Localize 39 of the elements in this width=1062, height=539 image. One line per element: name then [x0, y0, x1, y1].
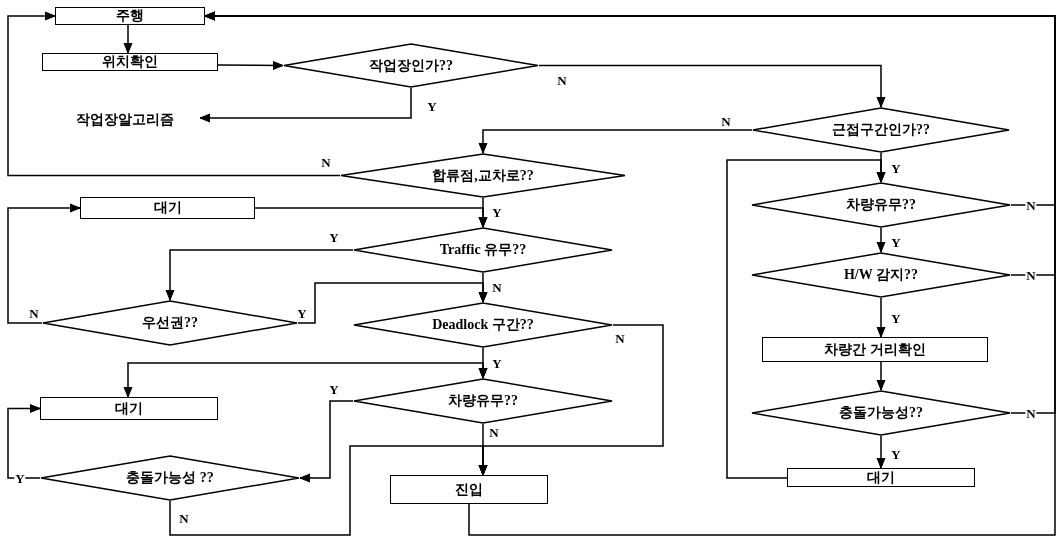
decision-diamond: 충돌가능성 ?? [40, 455, 300, 501]
process-box: 대기 [40, 397, 218, 420]
arrow [123, 24, 133, 54]
arrow [726, 159, 886, 479]
process-box: 차량간 거리확인 [762, 337, 988, 362]
arrow [876, 227, 886, 253]
decision-diamond: H/W 감지?? [751, 252, 1011, 298]
arrow [299, 400, 354, 483]
decision-diamond: Traffic 유무?? [353, 227, 613, 273]
arrow [7, 203, 81, 324]
arrow [7, 404, 41, 479]
process-box: 진입 [390, 475, 548, 504]
decision-diamond: Deadlock 구간?? [353, 302, 613, 348]
decision-diamond: 근접구간인가?? [752, 107, 1010, 153]
arrow [538, 64, 886, 108]
process-box: 위치확인 [42, 53, 218, 71]
arrow [204, 11, 1056, 414]
arrow [169, 445, 488, 536]
decision-diamond: 합류점,교차로?? [340, 153, 626, 198]
process-label: 작업장알고리즘 [50, 110, 200, 130]
arrow [254, 207, 488, 228]
arrow [478, 129, 753, 154]
arrow [123, 362, 488, 398]
process-box: 대기 [80, 197, 255, 219]
arrow [876, 361, 886, 391]
arrow [7, 11, 341, 177]
decision-diamond: 차량유무?? [353, 378, 613, 424]
arrow [199, 87, 412, 123]
arrow [297, 282, 488, 324]
decision-diamond: 작업장인가?? [283, 43, 539, 88]
decision-diamond: 우선권?? [42, 300, 298, 346]
arrow [876, 435, 886, 469]
decision-diamond: 차량유무?? [751, 182, 1011, 228]
arrow [217, 60, 284, 70]
process-box: 대기 [787, 468, 975, 487]
decision-diamond: 충돌가능성?? [751, 390, 1011, 436]
process-box: 주행 [55, 7, 205, 25]
arrow [876, 297, 886, 338]
arrow [165, 249, 354, 301]
